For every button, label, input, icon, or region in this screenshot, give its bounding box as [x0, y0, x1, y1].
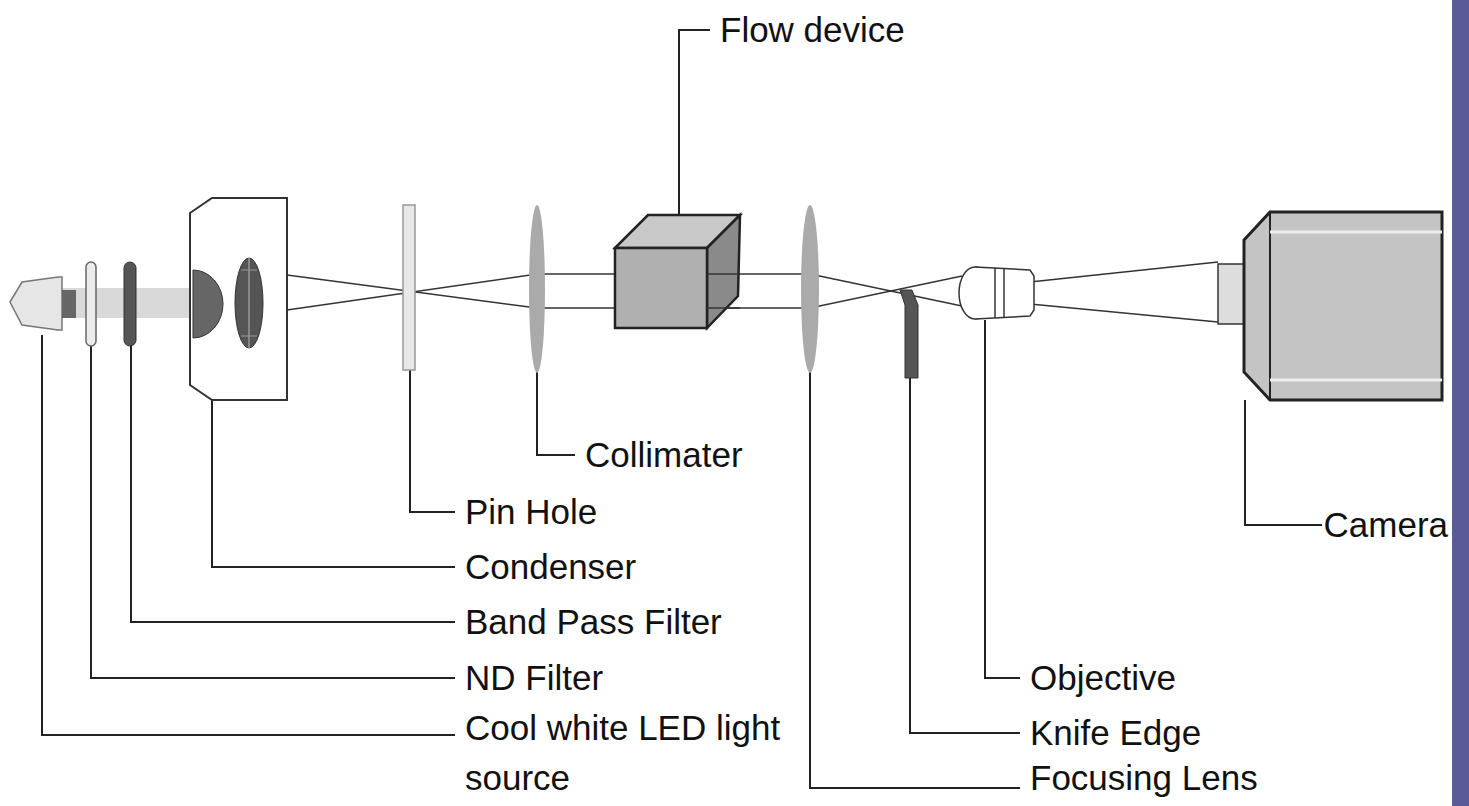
- nd-filter: [86, 262, 96, 346]
- part-label: Knife Edge: [1030, 708, 1201, 758]
- leader-lines: [42, 30, 1322, 788]
- part-label: Flow device: [720, 5, 905, 55]
- part-label: Cool white LED light source: [465, 703, 795, 803]
- knife-edge: [900, 290, 918, 378]
- condenser-housing: [190, 198, 287, 400]
- part-label: Focusing Lens: [1030, 753, 1258, 803]
- part-label: Collimater: [585, 430, 743, 480]
- pin-hole: [403, 205, 415, 370]
- collimator-lens: [529, 205, 545, 373]
- led-source: [10, 277, 62, 330]
- objective: [959, 267, 1034, 319]
- light-rays: [287, 262, 1218, 322]
- focusing-lens: [801, 205, 819, 373]
- condenser-lens: [235, 258, 263, 348]
- flow-device: [615, 215, 740, 328]
- camera: [1218, 212, 1442, 400]
- condenser-lens: [193, 270, 223, 338]
- part-label: Camera: [1324, 500, 1448, 550]
- edge-band: [1452, 0, 1469, 806]
- part-label: ND Filter: [465, 653, 603, 703]
- part-label: Condenser: [465, 542, 636, 592]
- led-base: [62, 290, 76, 318]
- part-label: Pin Hole: [465, 487, 597, 537]
- part-label: Objective: [1030, 653, 1176, 703]
- band-pass-filter: [124, 262, 136, 346]
- part-label: Band Pass Filter: [465, 597, 722, 647]
